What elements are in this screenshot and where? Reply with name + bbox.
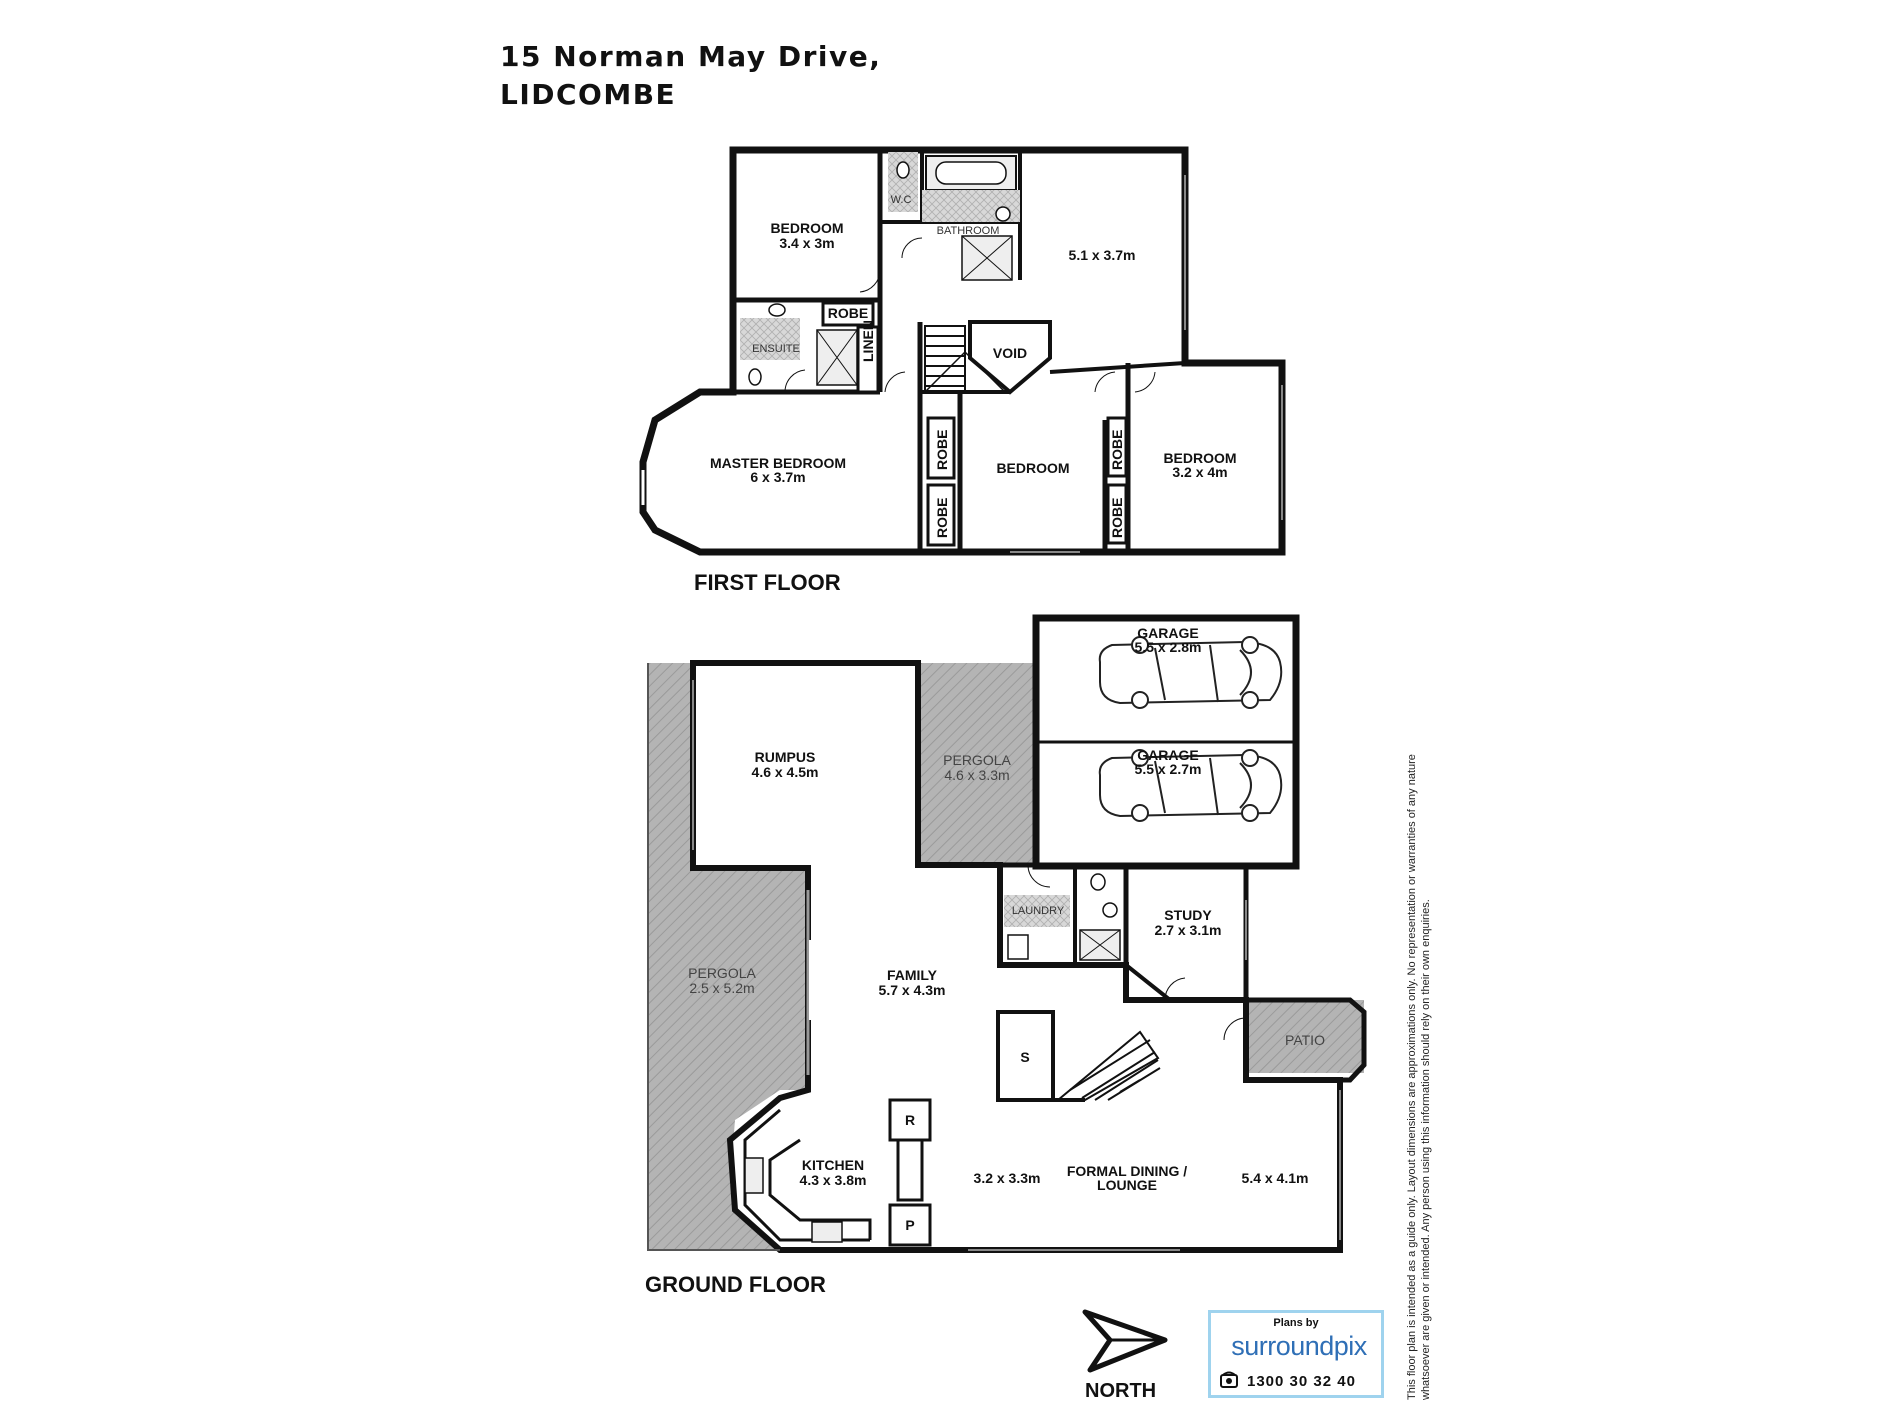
study-size: 2.7 x 3.1m (1155, 922, 1222, 938)
photographer-logo: Plans by surroundpix 1300 30 32 40 (1208, 1310, 1384, 1398)
master-bedroom-label: MASTER BEDROOM (710, 455, 846, 471)
pergola-top-label: PERGOLA (943, 752, 1011, 768)
logo-caption: Plans by (1273, 1317, 1319, 1329)
room-ne-size: 5.1 x 3.7m (1069, 247, 1136, 263)
disclaimer-line-1: This floor plan is intended as a guide o… (1406, 754, 1418, 1400)
north-arrow-icon (1082, 1309, 1168, 1373)
kitchen-size: 4.3 x 3.8m (800, 1172, 867, 1188)
first-floor-label: FIRST FLOOR (694, 570, 841, 595)
pergola-left-label: PERGOLA (688, 965, 756, 981)
ground-floor-plan (647, 614, 1367, 1253)
dining-size: 3.2 x 3.3m (974, 1170, 1041, 1186)
wc-label: W.C (891, 194, 912, 206)
robe-2-label: ROBE (934, 498, 950, 538)
robe-top-label: ROBE (828, 305, 868, 321)
patio-label: PATIO (1285, 1032, 1325, 1048)
address-line-2: LIDCOMBE (500, 78, 677, 111)
bedroom-mid-label: BEDROOM (996, 460, 1069, 476)
robe-4-label: ROBE (1109, 498, 1125, 538)
garage-2-size: 5.5 x 2.7m (1135, 761, 1202, 777)
north-label: NORTH (1085, 1380, 1157, 1402)
pergola-left-size: 2.5 x 5.2m (689, 980, 754, 996)
master-bedroom-size: 6 x 3.7m (750, 469, 805, 485)
garage-1-label: GARAGE (1137, 625, 1198, 641)
laundry-label: LAUNDRY (1012, 905, 1065, 917)
garage-1-size: 5.5 x 2.8m (1135, 639, 1202, 655)
bedroom-e-size: 3.2 x 4m (1172, 464, 1227, 480)
study-label: STUDY (1164, 907, 1212, 923)
lounge-size: 5.4 x 4.1m (1242, 1170, 1309, 1186)
logo-brand: surroundpix (1231, 1331, 1367, 1361)
pergola-top-size: 4.6 x 3.3m (944, 767, 1009, 783)
fridge-label: R (905, 1112, 915, 1128)
ensuite-label: ENSUITE (752, 343, 800, 355)
bathroom-label: BATHROOM (937, 225, 1000, 237)
formal-dining-label-1: FORMAL DINING / (1067, 1163, 1187, 1179)
address-line-1: 15 Norman May Drive, (500, 40, 882, 73)
disclaimer: This floor plan is intended as a guide o… (1405, 640, 1433, 1400)
linen-label: LINEN (860, 320, 876, 362)
rumpus-size: 4.6 x 4.5m (752, 764, 819, 780)
phone-icon (1220, 1371, 1238, 1388)
disclaimer-line-2: whatsoever are given or intended. Any pe… (1420, 899, 1432, 1400)
bedroom-nw-label: BEDROOM (770, 220, 843, 236)
kitchen-label: KITCHEN (802, 1157, 864, 1173)
family-label: FAMILY (887, 967, 938, 983)
void-label: VOID (993, 345, 1027, 361)
storage-label: S (1020, 1049, 1029, 1065)
logo-phone: 1300 30 32 40 (1247, 1373, 1356, 1390)
first-floor-plan (639, 146, 1286, 556)
family-size: 5.7 x 4.3m (879, 982, 946, 998)
rumpus-label: RUMPUS (755, 749, 816, 765)
ground-floor-label: GROUND FLOOR (645, 1272, 826, 1297)
garage-2-label: GARAGE (1137, 747, 1198, 763)
robe-3-label: ROBE (1109, 430, 1125, 470)
formal-dining-label-2: LOUNGE (1097, 1177, 1157, 1193)
bedroom-e-label: BEDROOM (1163, 450, 1236, 466)
pantry-label: P (905, 1217, 914, 1233)
bedroom-nw-size: 3.4 x 3m (779, 235, 834, 251)
robe-1-label: ROBE (934, 430, 950, 470)
